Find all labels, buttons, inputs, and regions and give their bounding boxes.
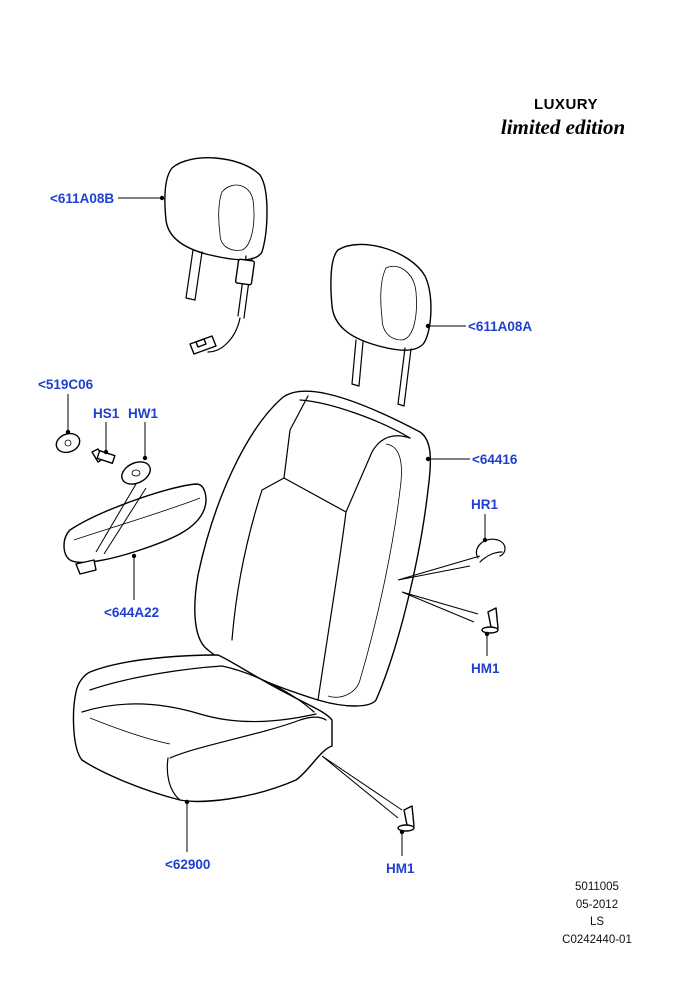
seat-cushion <box>72 654 333 803</box>
ref-date: 05-2012 <box>576 899 618 911</box>
callout-64416[interactable]: <64416 <box>472 452 518 467</box>
push-pin-lower <box>397 805 415 832</box>
callout-644A22[interactable]: <644A22 <box>104 605 159 620</box>
callout-HM1-lower[interactable]: HM1 <box>386 861 415 876</box>
callout-HR1[interactable]: HR1 <box>471 497 498 512</box>
callout-HW1[interactable]: HW1 <box>128 406 158 421</box>
seat-back <box>194 390 432 707</box>
headrest-a <box>330 243 432 407</box>
brand-title: LUXURY <box>534 96 598 113</box>
push-pin-upper <box>481 607 499 634</box>
callout-611A08B[interactable]: <611A08B <box>50 191 114 206</box>
trim-clip <box>475 538 506 563</box>
callout-HM1-upper[interactable]: HM1 <box>471 661 500 676</box>
callout-519C06[interactable]: <519C06 <box>38 377 94 392</box>
callout-HS1[interactable]: HS1 <box>93 406 120 421</box>
cover-cap <box>55 432 81 454</box>
washer <box>121 461 151 485</box>
brand-subtitle: limited edition <box>501 115 625 139</box>
guide-lines <box>95 483 481 819</box>
armrest <box>63 483 207 575</box>
callout-62900[interactable]: <62900 <box>165 857 210 872</box>
reference-block: 5011005 05-2012 LS C0242440-01 <box>562 881 632 946</box>
ref-model: LS <box>590 916 604 928</box>
leader-lines <box>65 195 490 856</box>
ref-code: C0242440-01 <box>562 934 632 946</box>
headrest-b <box>164 157 268 355</box>
ref-number: 5011005 <box>575 881 619 893</box>
callout-611A08A[interactable]: <611A08A <box>468 319 532 334</box>
screw <box>91 448 116 464</box>
